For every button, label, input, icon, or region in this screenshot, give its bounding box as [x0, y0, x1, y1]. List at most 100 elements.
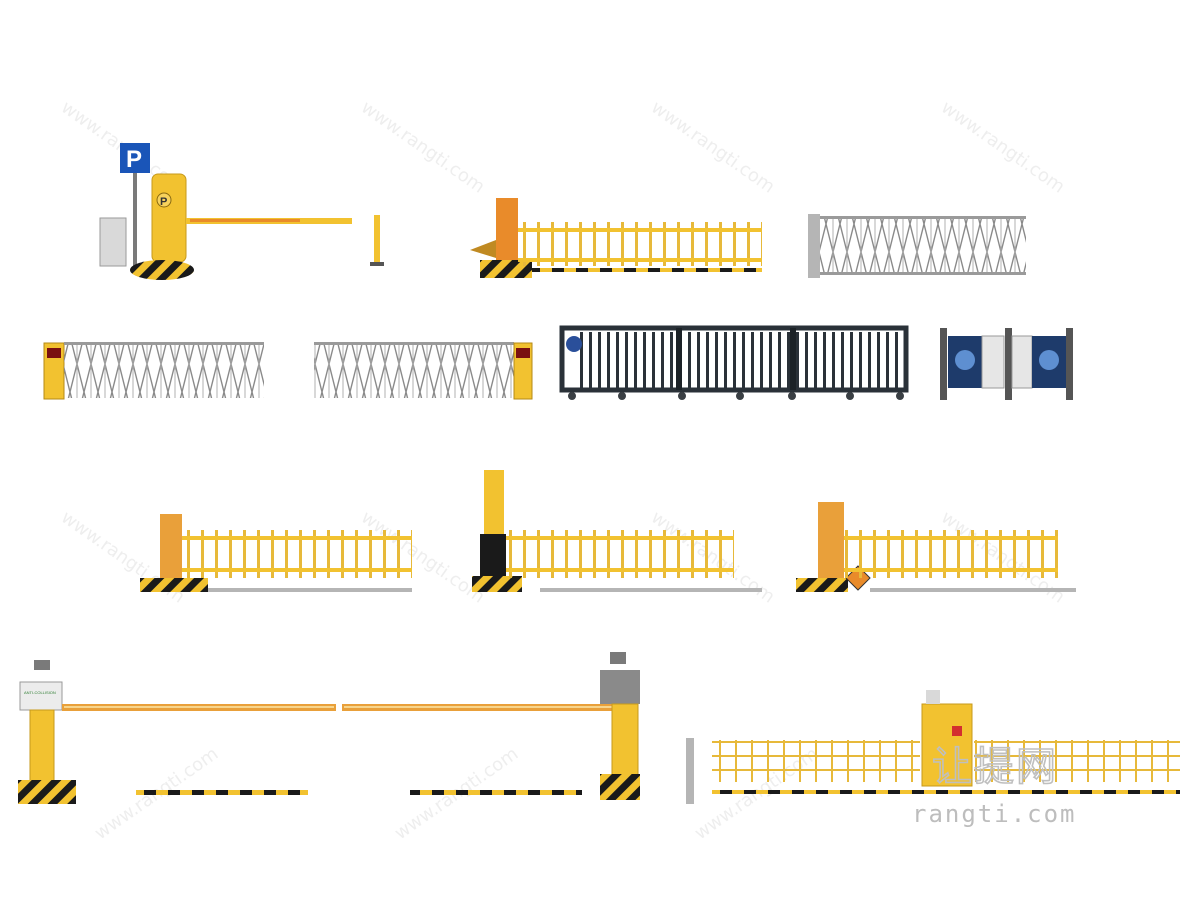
gate-bar — [580, 332, 583, 388]
scissor-gate-body — [314, 342, 514, 398]
hazard-base — [600, 774, 640, 800]
gate-bar — [589, 332, 592, 388]
camera — [34, 660, 50, 670]
grid-arm-right — [974, 740, 1180, 782]
gate-bar — [652, 332, 655, 388]
arm-counterweight — [470, 240, 496, 258]
fence-arm-top-rail — [518, 228, 762, 232]
fence-arm-barrier-diamond — [796, 502, 1076, 592]
central-cabinet — [921, 703, 973, 787]
gate-top-rail — [820, 216, 1026, 219]
gate-bar — [634, 332, 637, 388]
gate-bar — [697, 332, 700, 388]
ground-rail — [540, 588, 762, 592]
gate-bar — [670, 332, 673, 388]
watermark-text: www.rangti.com — [937, 97, 1068, 198]
barrier-cabinet — [151, 173, 187, 263]
booth-letter: P — [160, 196, 167, 208]
boom-arm-stripe — [64, 706, 334, 708]
barrier-column — [611, 703, 639, 777]
gate-bar — [796, 332, 799, 388]
gate-post — [1066, 328, 1073, 400]
camera-box — [600, 670, 640, 704]
watermark-layer: www.rangti.com www.rangti.com www.rangti… — [57, 97, 1068, 844]
ground-rail — [870, 588, 1076, 592]
gate-bottom-rail — [820, 272, 1026, 275]
dark-sliding-gate — [559, 325, 909, 400]
watermark-text: www.rangti.com — [357, 97, 488, 198]
booth-logo-circle — [156, 192, 172, 208]
gate-bar — [877, 332, 880, 388]
gate-post — [940, 328, 947, 400]
camera-boom-barrier-left: ANTI-COLLISION — [18, 660, 336, 804]
gate-bar — [850, 332, 853, 388]
gate-frame — [559, 325, 909, 393]
brand-logo: 让提网 rangti.com — [912, 743, 1077, 828]
gate-bar — [814, 332, 817, 388]
fence-arm-bottom-rail — [844, 568, 1058, 572]
gate-bar — [706, 332, 709, 388]
gate-post — [1005, 328, 1012, 400]
standing-post — [686, 738, 694, 804]
ticket-dispenser — [99, 217, 127, 267]
speed-bump — [410, 790, 582, 795]
boom-arm-stripe — [344, 706, 612, 708]
camera-box — [19, 681, 63, 711]
ground-rail — [208, 588, 412, 592]
gate-bar — [868, 332, 871, 388]
gate-divider — [676, 328, 682, 390]
gate-bar — [715, 332, 718, 388]
camera-boom-barrier-right — [342, 652, 640, 800]
fence-arm-bottom-rail — [506, 568, 734, 572]
gate-bar — [778, 332, 781, 388]
gate-divider — [790, 328, 796, 390]
gate-bar — [598, 332, 601, 388]
gate-bar — [661, 332, 664, 388]
fence-arm-barrier-tall — [472, 470, 762, 592]
gate-bar — [625, 332, 628, 388]
gate-emblem — [566, 336, 582, 352]
fence-arm-barrier — [470, 198, 762, 278]
glass-panel — [981, 335, 1005, 389]
gate-bar — [823, 332, 826, 388]
brand-logo-en: rangti.com — [912, 800, 1077, 828]
barrier-cabinet — [496, 198, 518, 262]
glass-panel — [1011, 335, 1033, 389]
gate-bar — [769, 332, 772, 388]
gate-bar — [688, 332, 691, 388]
gate-bar — [841, 332, 844, 388]
arm-rest-post — [374, 215, 380, 265]
red-indicator — [952, 726, 962, 736]
gate-bar — [742, 332, 745, 388]
fence-arm-top-rail — [182, 536, 412, 540]
gate-bar — [607, 332, 610, 388]
led-display — [47, 348, 61, 358]
hazard-base — [796, 578, 848, 592]
gate-bar — [643, 332, 646, 388]
fence-arm-top-rail — [506, 536, 734, 540]
gate-top-rail — [64, 342, 264, 345]
gate-bar — [733, 332, 736, 388]
pedestrian-ad-gates — [940, 328, 1073, 400]
fence-arm-top-rail — [844, 536, 1058, 540]
gate-bar — [724, 332, 727, 388]
gate-wheel — [896, 392, 904, 400]
watermark-text: www.rangti.com — [647, 97, 778, 198]
gate-wheel — [618, 392, 626, 400]
barrier-column — [29, 709, 55, 783]
fence-arm-bottom-rail — [518, 258, 762, 262]
retractable-gate-right-control — [314, 342, 533, 400]
ground-rail — [712, 790, 1180, 794]
parking-sign-letter: P — [126, 146, 142, 173]
barrier-cabinet-bottom — [480, 534, 506, 580]
grid-arm-left — [712, 740, 920, 782]
led-display — [516, 348, 530, 358]
gate-wheel — [788, 392, 796, 400]
sign-pole — [133, 170, 137, 268]
ground-rail — [532, 268, 762, 272]
gate-top-rail — [314, 342, 514, 345]
fence-arm-barrier-tan — [140, 514, 412, 592]
cabinet-top-light — [926, 690, 940, 704]
scissor-gate-body — [820, 216, 1026, 274]
